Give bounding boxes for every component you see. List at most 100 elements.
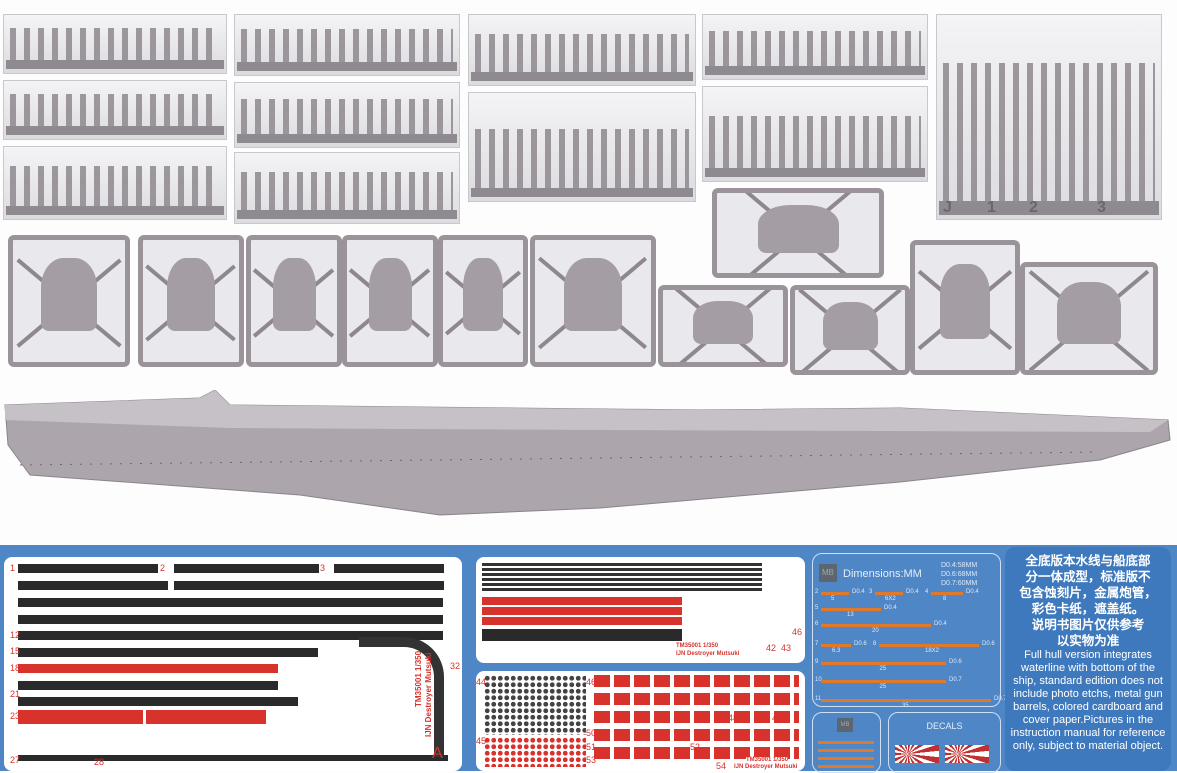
barrel-number: 2 — [815, 589, 819, 595]
sheet-code: TM35001 1/350 — [676, 643, 719, 649]
sheet-code: TM35001 1/350 — [746, 757, 789, 763]
legend-item: D0.6:68MM — [941, 571, 978, 578]
sprue-frame — [790, 285, 910, 375]
photo-etch-sheet-a: 1 2 3 12 15 18 21 23 27 28 32 TM35001 1/… — [4, 557, 462, 771]
barrel-dimensions-box: MB Dimensions:MM D0.4:58MM D0.6:68MM D0.… — [812, 553, 1007, 709]
barrel-bar — [879, 644, 979, 647]
info-chinese-line: 彩色卡纸，遮盖纸。 — [1031, 602, 1145, 616]
sprue-frame — [246, 235, 342, 367]
part-number: 42 — [766, 643, 777, 653]
part-number: 52 — [690, 742, 701, 752]
sprue-number: 3 — [1097, 199, 1106, 216]
barrel-diameter: D0.4 — [852, 589, 865, 595]
part-number: 27 — [10, 755, 21, 765]
part-number: 50 — [586, 728, 597, 738]
part-number: 21 — [10, 689, 21, 699]
barrel-number: 7 — [815, 641, 819, 647]
barrel-number: 6 — [815, 621, 819, 627]
sprue-frame — [658, 285, 788, 367]
sprue-4b — [702, 86, 928, 182]
barrel-length: 18X2 — [925, 648, 940, 654]
barrel-bar — [821, 644, 851, 647]
barrel-diameter: D0.7 — [994, 696, 1007, 702]
part-number: 54 — [716, 761, 727, 771]
info-chinese-line: 说明书图片仅供参考 — [1031, 618, 1145, 632]
info-chinese-line: 以实物为准 — [1056, 634, 1120, 648]
sheet-title: IJN Destroyer Mutsuki — [424, 652, 433, 737]
sheet-title: IJN Destroyer Mutsuki — [734, 764, 798, 770]
barrel-diameter: D0.6 — [982, 641, 995, 647]
barrel-number: 8 — [873, 641, 877, 647]
photo-etch-sheet-c: 44 45 46 47 48 49 50 51 52 53 54 TM35001… — [476, 671, 805, 771]
rising-sun-flag-decal — [945, 745, 989, 763]
barrel-length: 35 — [902, 703, 909, 709]
sprue-1b — [3, 80, 227, 140]
barrel-bar — [821, 680, 946, 683]
part-number: 53 — [586, 755, 597, 765]
barrel-bar — [821, 699, 991, 702]
barrel-length: 20 — [872, 628, 879, 634]
part-number: 47 — [738, 677, 749, 687]
sheet-letter: A — [432, 745, 443, 762]
part-number: 43 — [781, 643, 792, 653]
barrel-length: 25 — [879, 684, 887, 690]
mb-logo: MB — [837, 718, 853, 732]
barrel-diameter: D0.4 — [966, 589, 979, 595]
sprue-letter: J — [943, 199, 952, 216]
sprue-j: J 1 2 3 — [936, 14, 1162, 220]
info-chinese-line: 包含蚀刻片，金属炮管， — [1019, 586, 1157, 600]
sprue-frame — [712, 188, 884, 278]
info-chinese-line: 分一体成型，标准版不 — [1025, 570, 1151, 584]
decals-box: DECALS — [888, 712, 1001, 773]
info-english: Full hull version integrates waterline w… — [1010, 649, 1166, 752]
barrel-length: 6.3 — [832, 648, 841, 654]
barrel-diameter: D0.6 — [854, 641, 867, 647]
sprue-2c — [234, 152, 460, 224]
rising-sun-flag-decal — [895, 745, 939, 763]
sprue-3a — [468, 14, 696, 86]
part-number: 3 — [320, 563, 326, 573]
legend-item: D0.7:60MM — [941, 580, 978, 587]
part-number: 15 — [10, 646, 21, 656]
part-number: 44 — [476, 677, 487, 687]
barrel-number: 5 — [815, 605, 819, 611]
sprue-frame — [530, 235, 656, 367]
barrel-diameter: D0.4 — [884, 605, 897, 611]
part-number: 18 — [10, 663, 21, 673]
barrel-number: 4 — [925, 589, 929, 595]
sprue-frame — [910, 240, 1020, 375]
barrel-length: 8 — [943, 596, 947, 602]
barrel-bar — [875, 592, 903, 595]
decals-title: DECALS — [926, 721, 963, 731]
part-number: 32 — [450, 661, 461, 671]
photo-etch-sheet-b: TM35001 1/350 IJN Destroyer Mutsuki 42 4… — [476, 557, 805, 663]
barrel-bar — [821, 608, 881, 611]
part-number: 2 — [160, 563, 166, 573]
barrel-bar — [931, 592, 963, 595]
barrel-number: 11 — [815, 696, 822, 702]
sprue-1c — [3, 146, 227, 220]
part-number: 49 — [772, 713, 783, 723]
part-number: 45 — [476, 736, 487, 746]
ship-hull — [4, 390, 1171, 516]
sprue-number: 1 — [987, 199, 996, 216]
part-number: 48 — [728, 713, 739, 723]
barrel-diameter: D0.4 — [934, 621, 947, 627]
part-number: 46 — [586, 677, 597, 687]
sheet-title: IJN Destroyer Mutsuki — [676, 651, 740, 657]
barrel-diameter: D0.6 — [949, 659, 962, 665]
part-number: 12 — [10, 630, 21, 640]
sprue-2b — [234, 82, 460, 148]
metal-barrels-box: MB — [812, 712, 881, 773]
barrel-bar — [821, 662, 946, 665]
sprue-2a — [234, 14, 460, 76]
barrel-length: 25 — [879, 666, 887, 672]
barrel-length: 13 — [847, 612, 854, 618]
info-chinese-line: 全底版本水线与船底部 — [1025, 554, 1151, 568]
part-number: 28 — [94, 757, 105, 767]
barrel-diameter: D0.4 — [906, 589, 919, 595]
barrel-diameter: D0.7 — [949, 677, 962, 683]
barrel-number: 9 — [815, 659, 819, 665]
barrel-length: 6X2 — [885, 596, 896, 602]
barrel-number: 3 — [869, 589, 873, 595]
